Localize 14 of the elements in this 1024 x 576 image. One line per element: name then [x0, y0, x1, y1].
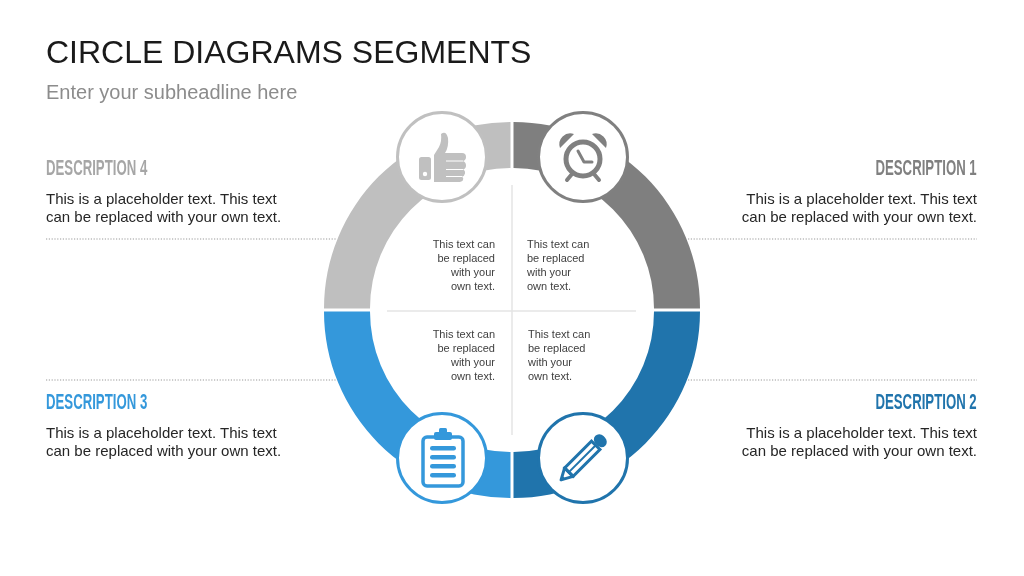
description-text: This is a placeholder text. This text can be replaced with your own text. [46, 424, 283, 460]
quadrant-text: This text can be replaced with your own text. [431, 237, 495, 293]
description-heading: DESCRIPTION 4 [46, 157, 148, 179]
description-text: This is a placeholder text. This text can be replaced with your own text. [740, 190, 977, 226]
description-text: This is a placeholder text. This text can be replaced with your own text. [46, 190, 283, 226]
description-heading: DESCRIPTION 1 [875, 157, 977, 179]
quadrant-text: This text can be replaced with your own text. [431, 327, 495, 383]
subheadline: Enter your subheadline here [46, 80, 298, 104]
description-heading: DESCRIPTION 2 [875, 391, 977, 413]
description-heading: DESCRIPTION 3 [46, 391, 148, 413]
quadrant-text: This text can be replaced with your own text. [527, 237, 591, 293]
quadrant-text: This text can be replaced with your own text. [528, 327, 592, 383]
slide-title: CIRCLE DIAGRAMS SEGMENTS [46, 34, 532, 71]
description-text: This is a placeholder text. This text can be replaced with your own text. [740, 424, 977, 460]
